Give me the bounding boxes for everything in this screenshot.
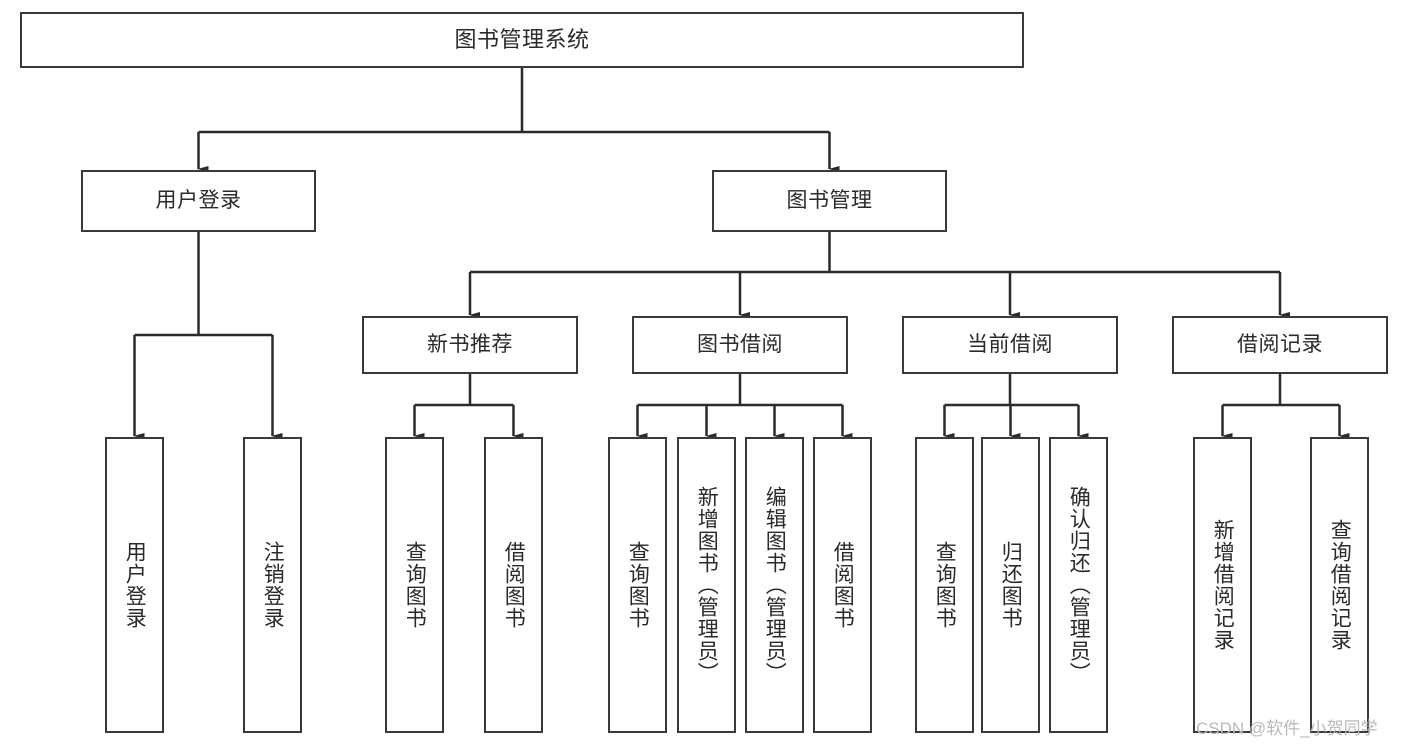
node-label-leaf-add-book: 新增图书（管理员）: [695, 486, 719, 684]
node-label-leaf-edit-book: 编辑图书（管理员）: [763, 486, 787, 684]
node-label-leaf-confirm-return: 确认归还（管理员）: [1067, 486, 1091, 684]
node-book-manage[interactable]: 图书管理: [712, 170, 947, 232]
node-label-borrow-record: 借阅记录: [1237, 332, 1323, 356]
node-borrow-record[interactable]: 借阅记录: [1172, 316, 1388, 374]
node-leaf-confirm-return[interactable]: 确认归还（管理员）: [1049, 437, 1108, 733]
node-label-leaf-query-book-1: 查询图书: [403, 541, 427, 629]
node-label-leaf-borrow-book-1: 借阅图书: [502, 541, 526, 629]
node-leaf-add-record[interactable]: 新增借阅记录: [1193, 437, 1252, 733]
node-label-leaf-query-book-3: 查询图书: [933, 541, 957, 629]
node-label-leaf-return-book: 归还图书: [999, 541, 1023, 629]
node-new-book-rec[interactable]: 新书推荐: [362, 316, 578, 374]
node-book-borrow[interactable]: 图书借阅: [632, 316, 848, 374]
node-leaf-borrow-book-2[interactable]: 借阅图书: [813, 437, 872, 733]
node-label-leaf-user-login: 用户登录: [123, 541, 147, 629]
node-leaf-user-login[interactable]: 用户登录: [105, 437, 164, 733]
node-leaf-query-book-3[interactable]: 查询图书: [915, 437, 974, 733]
node-leaf-borrow-book-1[interactable]: 借阅图书: [484, 437, 543, 733]
node-label-current-borrow: 当前借阅: [967, 332, 1053, 356]
node-label-user-login: 用户登录: [155, 188, 242, 212]
node-label-book-manage: 图书管理: [786, 188, 873, 212]
node-leaf-logout[interactable]: 注销登录: [243, 437, 302, 733]
node-label-leaf-query-book-2: 查询图书: [626, 541, 650, 629]
node-label-new-book-rec: 新书推荐: [427, 332, 513, 356]
node-label-leaf-logout: 注销登录: [261, 541, 285, 629]
node-label-book-borrow: 图书借阅: [697, 332, 783, 356]
node-leaf-query-book-2[interactable]: 查询图书: [608, 437, 667, 733]
node-current-borrow[interactable]: 当前借阅: [902, 316, 1118, 374]
node-label-leaf-query-record: 查询借阅记录: [1328, 519, 1352, 651]
node-root[interactable]: 图书管理系统: [20, 12, 1024, 68]
node-label-leaf-add-record: 新增借阅记录: [1211, 519, 1235, 651]
connector-lines: [133, 68, 1350, 439]
node-leaf-edit-book[interactable]: 编辑图书（管理员）: [745, 437, 804, 733]
node-label-leaf-borrow-book-2: 借阅图书: [831, 541, 855, 629]
node-leaf-add-book[interactable]: 新增图书（管理员）: [677, 437, 736, 733]
node-leaf-query-book-1[interactable]: 查询图书: [385, 437, 444, 733]
node-leaf-return-book[interactable]: 归还图书: [981, 437, 1040, 733]
node-leaf-query-record[interactable]: 查询借阅记录: [1310, 437, 1369, 733]
node-user-login[interactable]: 用户登录: [81, 170, 316, 232]
node-label-root: 图书管理系统: [454, 27, 590, 53]
